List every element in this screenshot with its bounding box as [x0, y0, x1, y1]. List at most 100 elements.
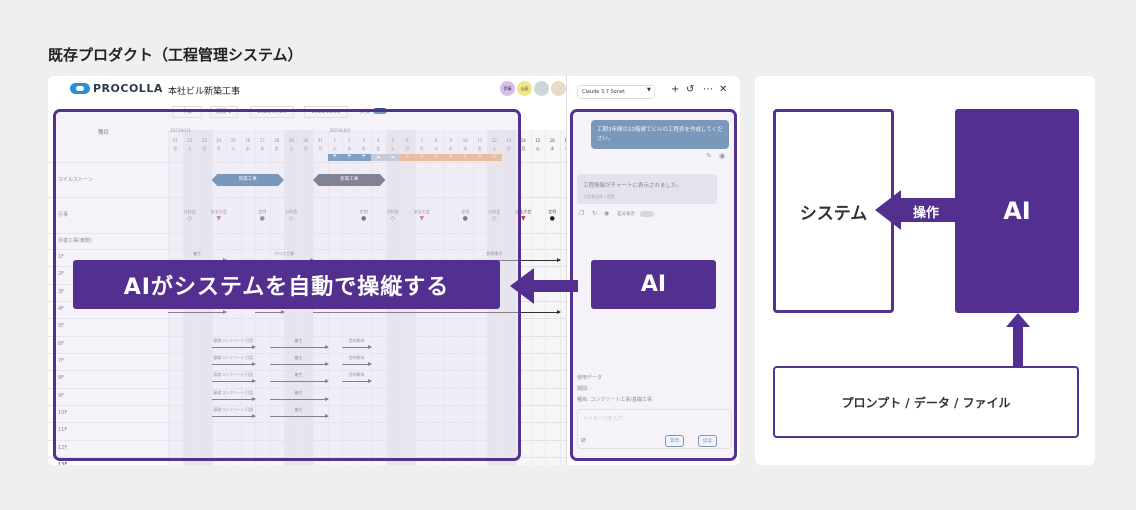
avatar[interactable]	[534, 81, 549, 96]
diff-toggle[interactable]	[640, 211, 654, 217]
user-message: 工期3年間の10階建てビルの工程表を作成してください。	[591, 120, 729, 149]
day-label: 23	[201, 138, 207, 143]
row-divider	[48, 422, 566, 423]
arrowhead-icon	[324, 345, 329, 349]
row-label: 5F	[58, 322, 65, 329]
start-date-input[interactable]: 2023/07/26	[250, 106, 294, 118]
event-label: 定例	[359, 209, 368, 214]
divider	[566, 76, 567, 465]
row-label: 7F	[58, 357, 65, 364]
task-bar	[269, 416, 328, 417]
unit-select[interactable]: 週間 ▼	[210, 106, 238, 118]
milestone-bar: 新築工事	[313, 174, 386, 186]
event-label: 分科会	[285, 209, 298, 214]
diff-label: 差分表示	[617, 212, 635, 217]
ai-message: 工程情報がチャートに表示されました。工程表全体 / 提案	[577, 174, 717, 204]
task-bar	[168, 312, 226, 313]
weekday-label: 木	[560, 146, 566, 152]
arrowhead-icon	[252, 414, 256, 418]
weather-sun-icon: ☼	[487, 154, 502, 161]
task-label: 型枠解体	[348, 372, 365, 377]
task-bar	[342, 381, 371, 382]
weather-label: 天気	[360, 109, 371, 115]
task-label: 基礎コンクリート打設	[213, 390, 254, 395]
day-column	[559, 130, 566, 465]
event-dot-icon: ●	[462, 215, 468, 222]
attach-icon[interactable]: ⌀	[581, 435, 586, 444]
app-logo: PROCOLLA	[70, 82, 163, 95]
day-label: 16	[549, 138, 555, 143]
arrowhead-icon	[252, 362, 256, 366]
propose-button[interactable]: 提案	[698, 435, 717, 447]
chevron-down-icon: ▼	[647, 87, 651, 93]
arrow-left-icon	[510, 268, 578, 304]
task-label: 基礎コンクリート打設	[213, 338, 254, 343]
task-bar	[211, 399, 255, 400]
logo-text: PROCOLLA	[93, 82, 163, 95]
event-diamond-icon: ◇	[187, 215, 193, 222]
edit-icon[interactable]: ✎	[706, 152, 712, 160]
task-label: 養生	[294, 355, 303, 360]
plus-icon[interactable]: +	[671, 84, 680, 95]
refresh-icon[interactable]: ↻	[592, 210, 598, 217]
callout-ai-box: AI	[591, 260, 716, 309]
weekday-label: 火	[231, 146, 236, 151]
task-label: 型枠解体	[348, 355, 365, 360]
end-date-input[interactable]: 2023/10/21	[304, 106, 348, 118]
arrow-up-icon	[1006, 313, 1030, 367]
weekday-label: 土	[492, 146, 497, 151]
day-label: 28	[274, 138, 280, 143]
eye-icon[interactable]: ◉	[604, 210, 610, 217]
weekday-label: 日	[303, 146, 308, 151]
event-tri-icon: ▼	[419, 215, 425, 222]
event-dot-icon: ●	[361, 215, 367, 222]
task-label: 基礎コンクリート打設	[213, 372, 254, 377]
arrowhead-icon	[368, 362, 372, 366]
weekday-label: 月	[521, 146, 526, 151]
task-bar	[313, 312, 560, 313]
row-divider	[48, 162, 566, 163]
avatar[interactable]	[551, 81, 566, 96]
event-dotblue-icon: ●	[259, 215, 265, 222]
category-text: 種目: コンクリート工事/基礎工事	[577, 397, 652, 403]
eye-icon[interactable]: ◉	[719, 152, 726, 160]
row-label: 4F	[58, 305, 65, 312]
day-label: 22	[187, 138, 193, 143]
ai-chat-panel: Claude 3.7 Sonet ▼ + ↺ ⋯ ✕ 工期3年間の10階建てビル…	[567, 76, 740, 465]
close-icon[interactable]: ✕	[719, 84, 728, 95]
inputs-label: プロンプト / データ / ファイル	[841, 395, 1011, 410]
message-input[interactable]: メッセージを入力	[577, 409, 732, 449]
arrowhead-icon	[324, 397, 329, 401]
event-tri-icon: ▼	[520, 215, 526, 222]
arrowhead-icon	[324, 414, 329, 418]
weather-rain-icon: ☂	[356, 154, 371, 161]
avatar[interactable]: 伊藤	[500, 81, 515, 96]
day-label: 26	[245, 138, 251, 143]
operate-label: 操作	[913, 206, 940, 221]
question-button[interactable]: 質問	[665, 435, 684, 447]
inputs-box: プロンプト / データ / ファイル	[773, 366, 1079, 438]
model-select[interactable]: Claude 3.7 Sonet	[577, 85, 655, 99]
row-label: 外装工事(東側)	[58, 238, 92, 244]
weekday-label: 木	[260, 146, 265, 151]
event-diamond-icon: ◇	[288, 215, 294, 222]
weekday-label: 火	[434, 146, 439, 151]
task-bar	[269, 399, 328, 400]
avatar[interactable]: 山田	[517, 81, 532, 96]
history-icon[interactable]: ↺	[686, 84, 695, 95]
milestone-bar: 新築工事	[211, 174, 284, 186]
arrowhead-icon	[556, 258, 561, 262]
day-label: 21	[172, 138, 178, 143]
day-label: 24	[216, 138, 222, 143]
today-button[interactable]: 今日	[172, 106, 202, 118]
task-label: 鉄骨建方	[486, 251, 503, 256]
more-icon[interactable]: ⋯	[703, 84, 713, 95]
project-title: 本社ビル新築工事	[168, 87, 241, 97]
weather-sun-icon: ☼	[414, 154, 429, 161]
day-label: 14	[520, 138, 526, 143]
weather-rain-icon: ☂	[327, 154, 342, 161]
row-divider	[48, 440, 566, 441]
copy-icon[interactable]: ❐	[579, 210, 585, 217]
arrowhead-icon	[223, 310, 227, 314]
event-diamond-icon: ◇	[390, 215, 396, 222]
